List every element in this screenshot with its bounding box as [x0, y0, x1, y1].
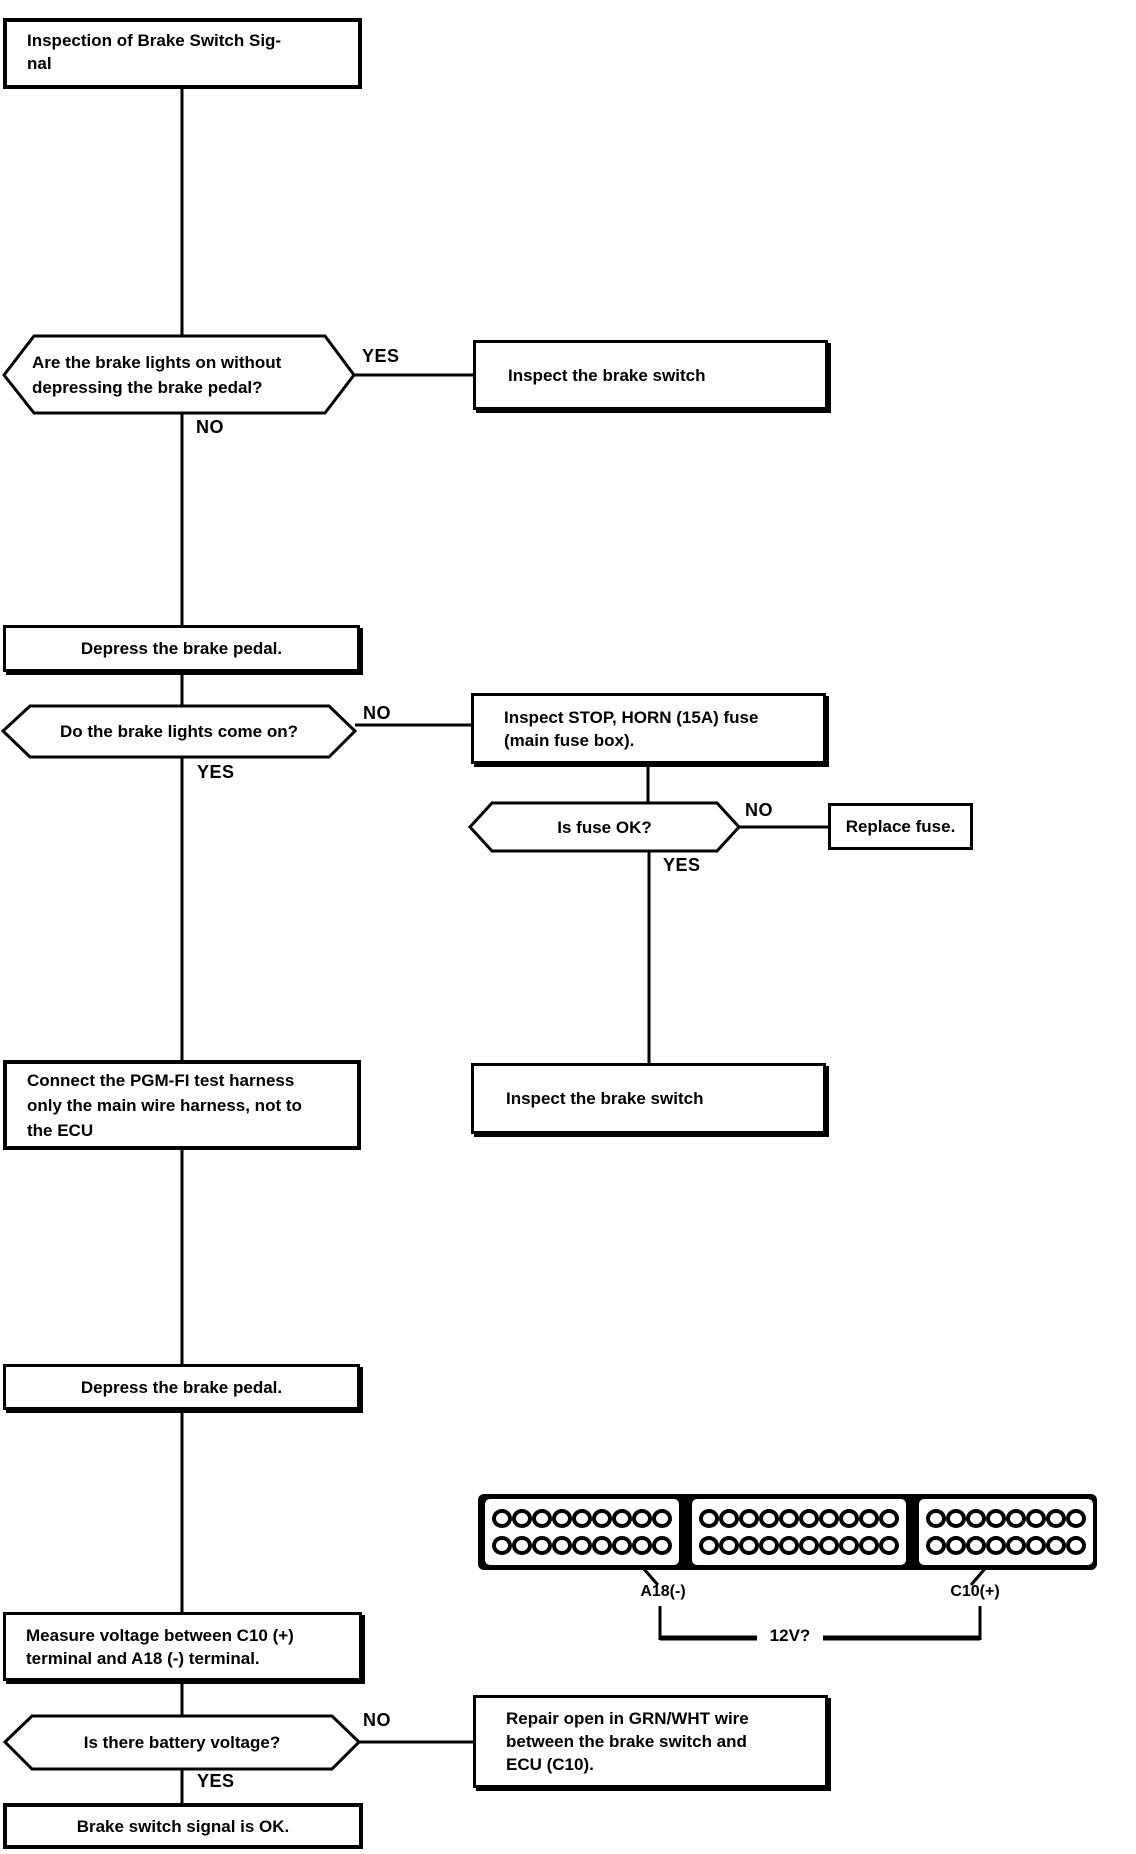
connector-pin [572, 1509, 592, 1528]
connector-pin-row [699, 1536, 899, 1555]
label-yes: YES [663, 855, 701, 875]
connector-pin [652, 1509, 672, 1528]
connector-pin [592, 1509, 612, 1528]
connector-pin [532, 1509, 552, 1528]
connector-pin [492, 1509, 512, 1528]
process-box-connect-test-harness: Connect the PGM-FI test harness only the… [3, 1060, 361, 1150]
connector-pin [779, 1509, 799, 1528]
connector-pin [1066, 1536, 1086, 1555]
connector-pin [966, 1509, 986, 1528]
connector-pin [986, 1536, 1006, 1555]
decision-battery-voltage: Is there battery voltage? [83, 1733, 281, 1752]
connector-pin [1046, 1536, 1066, 1555]
connector-pin [759, 1536, 779, 1555]
connector-pin [699, 1509, 719, 1528]
start-box-inspection-title: Inspection of Brake Switch Sig- nal [3, 18, 362, 89]
connector-pin [532, 1536, 552, 1555]
connector-pin [839, 1536, 859, 1555]
connector-pin [1066, 1509, 1086, 1528]
connector-pin [819, 1536, 839, 1555]
connector-segment-c [919, 1499, 1093, 1565]
decision-brake-lights-on-shape [2, 334, 356, 415]
connector-pin [946, 1536, 966, 1555]
ecu-connector [478, 1494, 1097, 1570]
connector-pin [1006, 1509, 1026, 1528]
connector-pin-row [492, 1509, 672, 1528]
connector-pin [572, 1536, 592, 1555]
label-no: NO [196, 417, 224, 437]
connector-pin [592, 1536, 612, 1555]
label-no: NO [363, 1710, 391, 1730]
connector-pin [839, 1509, 859, 1528]
decision-fuse-ok-shape [467, 801, 742, 853]
decision-battery-voltage-shape [2, 1714, 362, 1771]
label-no: NO [745, 800, 773, 820]
connector-pin-row [699, 1509, 899, 1528]
decision-brake-lights-on: Are the brake lights on without depressi… [32, 352, 282, 397]
process-box-depress-pedal-2: Depress the brake pedal. [3, 1364, 360, 1410]
voltage-question-label: 12V? [757, 1626, 823, 1646]
connector-pin [699, 1536, 719, 1555]
connector-pin [859, 1509, 879, 1528]
connector-pin [492, 1536, 512, 1555]
connector-pin [879, 1509, 899, 1528]
connector-pin [1046, 1509, 1066, 1528]
terminal-label-a18: A18(-) [640, 1583, 686, 1600]
process-box-repair-open-wire: Repair open in GRN/WHT wire between the … [473, 1695, 828, 1788]
connector-pin [612, 1536, 632, 1555]
decision-hexagons [0, 334, 742, 1771]
connector-pin-row [926, 1509, 1086, 1528]
process-box-replace-fuse: Replace fuse. [828, 803, 973, 850]
connector-pin [819, 1509, 839, 1528]
start-box-text: Inspection of Brake Switch Sig- nal [27, 31, 282, 73]
connector-pin [1006, 1536, 1026, 1555]
process-box-inspect-fuse: Inspect STOP, HORN (15A) fuse (main fuse… [471, 693, 826, 764]
connector-pin [652, 1536, 672, 1555]
connector-pin [859, 1536, 879, 1555]
connector-pin [632, 1536, 652, 1555]
label-yes: YES [197, 762, 235, 782]
connector-pin [552, 1536, 572, 1555]
connector-pin [739, 1509, 759, 1528]
connector-pin [799, 1509, 819, 1528]
connector-pin [1026, 1536, 1046, 1555]
connector-pin [966, 1536, 986, 1555]
connector-segment-a [485, 1499, 679, 1565]
terminal-label-c10: C10(+) [950, 1583, 1000, 1600]
connector-pin-row [492, 1536, 672, 1555]
connector-pin [552, 1509, 572, 1528]
connector-pin [926, 1509, 946, 1528]
flow-connector-lines [180, 89, 829, 1804]
connector-pin [719, 1536, 739, 1555]
connector-pin [926, 1536, 946, 1555]
connector-pin [512, 1536, 532, 1555]
label-yes: YES [362, 346, 400, 366]
connector-pin [632, 1509, 652, 1528]
connector-pin [799, 1536, 819, 1555]
connector-segment-b [692, 1499, 906, 1565]
process-box-inspect-brake-switch-1: Inspect the brake switch [473, 340, 828, 410]
connector-pin [759, 1509, 779, 1528]
process-box-depress-pedal-1: Depress the brake pedal. [3, 625, 360, 672]
voltage-bracket [658, 1606, 982, 1641]
label-no: NO [363, 703, 391, 723]
connector-pin [739, 1536, 759, 1555]
connector-pin-row [926, 1536, 1086, 1555]
connector-pin [779, 1536, 799, 1555]
connector-pin [986, 1509, 1006, 1528]
connector-pin [1026, 1509, 1046, 1528]
connector-pin [612, 1509, 632, 1528]
decision-fuse-ok: Is fuse OK? [557, 817, 652, 837]
end-box-signal-ok: Brake switch signal is OK. [3, 1803, 363, 1849]
decision-lights-come-on: Do the brake lights come on? [59, 722, 299, 741]
connector-pin [719, 1509, 739, 1528]
connector-pin [946, 1509, 966, 1528]
process-box-measure-voltage: Measure voltage between C10 (+) terminal… [3, 1612, 362, 1681]
connector-pin [512, 1509, 532, 1528]
decision-lights-come-on-shape [0, 704, 358, 759]
connector-pin [879, 1536, 899, 1555]
label-yes: YES [197, 1771, 235, 1791]
process-box-inspect-brake-switch-2: Inspect the brake switch [471, 1063, 826, 1134]
